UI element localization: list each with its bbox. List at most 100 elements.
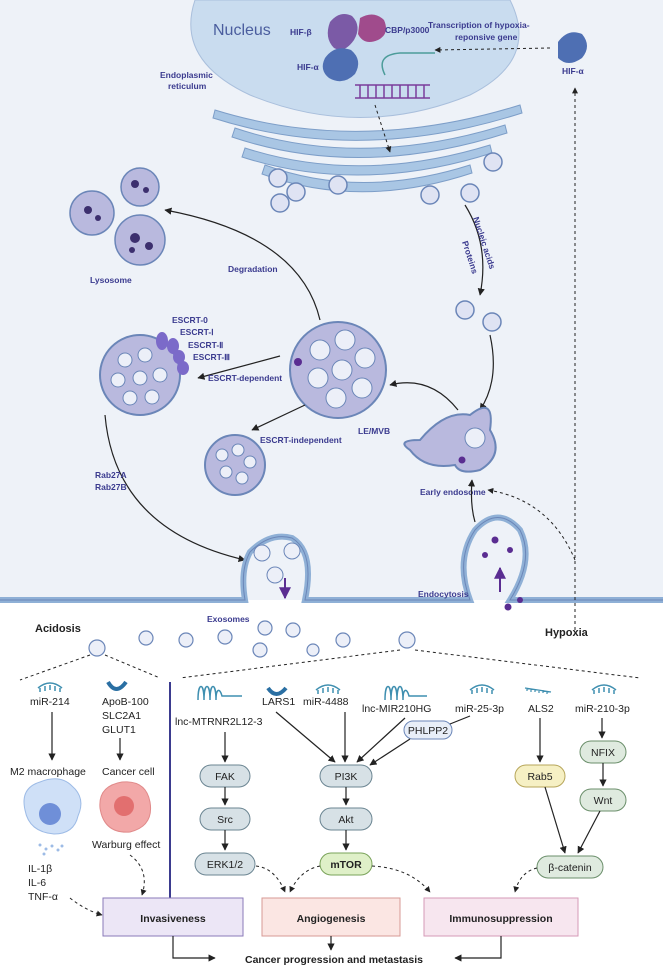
endocytosis-label: Endocytosis: [418, 589, 469, 599]
escrt-dependent-contents: [110, 347, 168, 406]
hypoxia-label: Hypoxia: [545, 627, 589, 639]
le-mvb-contents: [307, 329, 376, 409]
src-label: Src: [217, 814, 233, 826]
hif-alpha-outside-label: HIF-α: [562, 66, 585, 76]
phlpp2-label: PHLPP2: [408, 725, 448, 737]
free-exosomes: [88, 620, 416, 658]
mtor-node: [319, 852, 373, 876]
lysosomes: [69, 167, 166, 266]
acidosis-label: Acidosis: [35, 623, 81, 635]
apob-label: ApoB-100: [102, 696, 149, 708]
cbp-label: CBP/p3000: [385, 25, 430, 35]
dna-icon: [355, 84, 430, 99]
hypoxia-dotted-right: [414, 649, 641, 679]
lars1-icon: [266, 686, 288, 696]
rab27b-label: Rab27B: [95, 482, 127, 492]
warburg-to-invasiveness-arrow: [129, 854, 147, 896]
hif-beta-label: HIF-β: [290, 27, 312, 37]
escrt-independent-contents: [215, 443, 257, 485]
hif-alpha-nucleus-protein: [322, 48, 359, 82]
hypoxia-to-endosome-arrow: [487, 487, 576, 561]
mir210hg-to-pi3k-arrow: [356, 717, 406, 763]
mirna-icon-210: [591, 684, 617, 694]
escrt-complex-icon: [156, 332, 189, 375]
er-label-2: reticulum: [168, 81, 207, 91]
mtor-to-angiogenesis-arrow: [289, 865, 321, 893]
nfix-label: NFIX: [591, 747, 615, 759]
escrt-independent-arrow: [251, 404, 306, 431]
erk-to-angiogenesis-arrow: [255, 865, 286, 893]
early-endosome-dot: [458, 456, 466, 464]
exosomes-label: Exosomes: [207, 614, 250, 624]
tnfa-label: TNF-α: [28, 891, 58, 903]
mir210-label: miR-210-3p: [575, 703, 630, 715]
slc2a1-label: SLC2A1: [102, 710, 141, 722]
mir25-to-phlpp2: [449, 715, 471, 725]
rab27a-label: Rab27A: [95, 470, 127, 480]
glut1-label: GLUT1: [102, 724, 136, 736]
vesicle-to-early-endosome-arrow: [479, 334, 494, 411]
rab27-arrow: [104, 414, 246, 563]
erk-node: [194, 852, 256, 876]
cbp-protein: [358, 14, 386, 42]
lnc-mtrnr-label: lnc-MTRNR2L12-3: [175, 716, 263, 728]
il1b-label: IL-1β: [28, 863, 52, 875]
mir4488-label: miR-4488: [303, 696, 349, 708]
m2-label: M2 macrophage: [10, 766, 86, 778]
mir25-label: miR-25-3p: [455, 703, 504, 715]
escrt-dependent-label: ESCRT-dependent: [208, 373, 282, 383]
er-to-vesicle-arrow: [464, 204, 485, 296]
phlpp2-to-pi3k-arrow: [369, 738, 411, 766]
hif-import-arrow: [434, 46, 551, 53]
il6-label: IL-6: [28, 877, 46, 889]
transcription-label-2: reponsive gene: [455, 32, 518, 42]
cytokine-to-invasiveness-arrow: [69, 897, 103, 917]
early-endosome-label: Early endosome: [420, 487, 486, 497]
hypoxia-dotted-left: [179, 649, 401, 679]
escrt-dependent-arrow: [197, 355, 281, 380]
endocytosis-to-endosome-arrow: [467, 479, 476, 523]
er-vesicles: [268, 152, 503, 213]
invasiveness-to-final: [172, 936, 216, 962]
transcription-label-1: Transcription of hypoxia-: [428, 20, 530, 30]
escrt3-label: ESCRT-Ⅲ: [193, 352, 230, 362]
degradation-label: Degradation: [228, 264, 278, 274]
escrt1-label: ESCRT-Ⅰ: [180, 327, 214, 337]
angiogenesis-label: Angiogenesis: [297, 913, 366, 925]
wnt-to-bcat-arrow: [577, 810, 601, 854]
lysosome-contents: [84, 180, 153, 253]
mtor-to-immunosuppression-arrow: [371, 865, 431, 893]
wnt-label: Wnt: [594, 795, 613, 807]
hif-beta-protein: [327, 14, 358, 50]
lncrna-icon-mir210hg: [384, 685, 427, 701]
lysosome-label: Lysosome: [90, 275, 132, 285]
acidosis-dotted-right: [104, 654, 161, 679]
plasma-membrane-outline: [0, 517, 663, 601]
immunosuppression-box: [423, 897, 579, 937]
invasiveness-label: Invasiveness: [140, 913, 206, 925]
wnt-node: [579, 788, 627, 812]
cancer-cell-label: Cancer cell: [102, 766, 155, 778]
hif-alpha-nuc-label: HIF-α: [297, 62, 320, 72]
mvb-marker: [294, 358, 302, 366]
warburg-label: Warburg effect: [92, 839, 160, 851]
immunosuppression-label: Immunosuppression: [449, 913, 552, 925]
er-to-nucleus-arrow: [374, 104, 392, 153]
angiogenesis-box: [261, 897, 401, 937]
mrna-strand: [381, 52, 435, 76]
phlpp2-node: [403, 720, 453, 740]
acidosis-dotted-left: [19, 654, 91, 681]
early-endosome-vesicle: [464, 427, 486, 449]
hif-alpha-outside-protein: [558, 32, 587, 63]
mirna-icon-214: [37, 682, 63, 692]
lars1-to-pi3k-arrow: [275, 711, 336, 763]
escrt0-label: ESCRT-0: [172, 315, 208, 325]
final-outcome-label: Cancer progression and metastasis: [245, 954, 423, 966]
als2-icon: [524, 687, 552, 694]
er-label-1: Endoplasmic: [160, 70, 213, 80]
degradation-arrow: [164, 207, 321, 321]
rab5-to-bcat-arrow: [544, 786, 567, 854]
bcat-to-immunosuppression-arrow: [513, 867, 538, 893]
lars1-label: LARS1: [262, 696, 295, 708]
